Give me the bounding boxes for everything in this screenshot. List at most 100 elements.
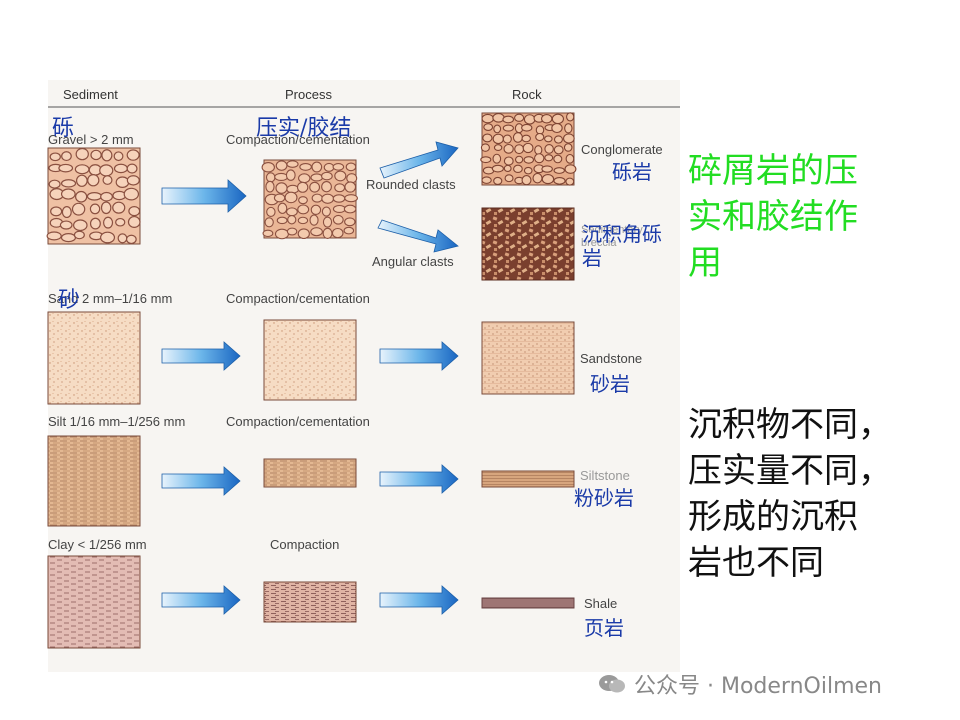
clast bbox=[493, 176, 503, 186]
clast bbox=[322, 227, 333, 239]
arrow-angular-clasts bbox=[377, 219, 459, 253]
clast bbox=[503, 143, 514, 154]
clast bbox=[332, 204, 346, 214]
clast bbox=[551, 113, 565, 125]
clast bbox=[321, 193, 335, 204]
clast bbox=[310, 227, 323, 237]
rounded-clasts-label: Rounded clasts bbox=[366, 177, 456, 192]
conglomerate-label: Conglomerate bbox=[581, 142, 663, 157]
clast bbox=[310, 173, 324, 182]
arrow-clay-process bbox=[161, 585, 241, 615]
sandstone-texture bbox=[481, 321, 575, 395]
clast bbox=[514, 113, 525, 122]
clast bbox=[262, 229, 274, 238]
clay-label: Clay < 1/256 mm bbox=[48, 537, 147, 552]
clast bbox=[277, 202, 288, 214]
clast bbox=[334, 183, 346, 193]
clast bbox=[112, 190, 127, 201]
clast bbox=[522, 142, 534, 154]
clast bbox=[493, 144, 503, 152]
clast bbox=[541, 114, 553, 124]
clast bbox=[564, 123, 573, 134]
diagram-panel bbox=[48, 80, 680, 672]
clast bbox=[71, 202, 86, 216]
sand-process-label: Compaction/cementation bbox=[226, 291, 370, 306]
conglomerate-texture bbox=[480, 112, 577, 186]
clay-compacted-texture bbox=[263, 581, 357, 623]
clast bbox=[323, 162, 335, 172]
clast bbox=[332, 194, 346, 203]
side-title: 碎屑岩的压 实和胶结作 用 bbox=[688, 151, 858, 283]
clast bbox=[73, 219, 88, 232]
siltstone-label: Siltstone bbox=[580, 468, 630, 483]
arrow-silt-rock bbox=[379, 464, 459, 494]
clast bbox=[521, 175, 532, 186]
clast bbox=[61, 151, 72, 162]
clast bbox=[321, 171, 333, 181]
clast bbox=[274, 172, 289, 182]
clast bbox=[483, 123, 494, 132]
clast bbox=[286, 160, 299, 168]
clast bbox=[287, 214, 297, 225]
clast bbox=[310, 204, 322, 216]
clast bbox=[514, 155, 524, 164]
clast bbox=[535, 132, 545, 142]
clast bbox=[264, 217, 274, 228]
wechat-icon bbox=[598, 673, 626, 695]
breccia-cn: 沉积角砾岩 bbox=[582, 222, 662, 270]
clast bbox=[344, 217, 356, 227]
clast bbox=[286, 227, 298, 236]
gravel-process-cn: 压实/胶结 bbox=[256, 116, 352, 141]
sandstone-label: Sandstone bbox=[580, 351, 643, 366]
clast bbox=[553, 167, 565, 174]
clast bbox=[311, 161, 323, 173]
clast bbox=[74, 164, 90, 175]
clast bbox=[285, 207, 298, 217]
clay-sediment-texture bbox=[47, 555, 141, 649]
clast bbox=[534, 153, 545, 164]
clast bbox=[513, 164, 523, 174]
clast bbox=[332, 214, 344, 225]
clast bbox=[492, 133, 504, 145]
clast bbox=[60, 179, 77, 188]
clast bbox=[332, 163, 345, 171]
clast bbox=[297, 216, 309, 225]
clast bbox=[100, 191, 113, 202]
clast bbox=[521, 123, 533, 132]
clast bbox=[125, 234, 137, 245]
clast bbox=[553, 145, 564, 155]
clast bbox=[276, 216, 288, 225]
clast bbox=[344, 181, 357, 193]
sandstone-cn: 砂岩 bbox=[590, 372, 630, 396]
clast bbox=[112, 201, 126, 214]
shale-cn: 页岩 bbox=[584, 616, 624, 640]
clast bbox=[544, 135, 553, 143]
clast bbox=[126, 175, 140, 186]
watermark-text: 公众号 · ModernOilmen bbox=[634, 674, 882, 699]
header-sediment: Sediment bbox=[63, 87, 118, 102]
clast bbox=[523, 166, 533, 175]
clast bbox=[532, 172, 543, 184]
clast bbox=[331, 227, 344, 239]
arrow-rounded-clasts bbox=[379, 141, 459, 179]
clast bbox=[481, 176, 492, 184]
clay-process-label: Compaction bbox=[270, 537, 340, 552]
clast bbox=[115, 217, 126, 227]
side-note: 沉积物不同， 压实量不同， 形成的沉积 岩也不同 bbox=[688, 405, 892, 583]
clast bbox=[75, 190, 88, 203]
clast bbox=[523, 114, 536, 125]
clast bbox=[502, 115, 515, 124]
clast bbox=[503, 164, 512, 173]
clast bbox=[297, 228, 310, 240]
clast bbox=[273, 193, 286, 203]
silt-label: Silt 1/16 mm–1/256 mm bbox=[48, 414, 186, 429]
silt-sediment-texture bbox=[47, 435, 141, 527]
clast bbox=[59, 220, 73, 230]
clast bbox=[309, 181, 321, 193]
clast bbox=[541, 174, 555, 185]
arrow-gravel-process bbox=[161, 179, 247, 213]
clast bbox=[534, 145, 543, 155]
clast bbox=[117, 233, 128, 244]
clast bbox=[113, 151, 124, 162]
